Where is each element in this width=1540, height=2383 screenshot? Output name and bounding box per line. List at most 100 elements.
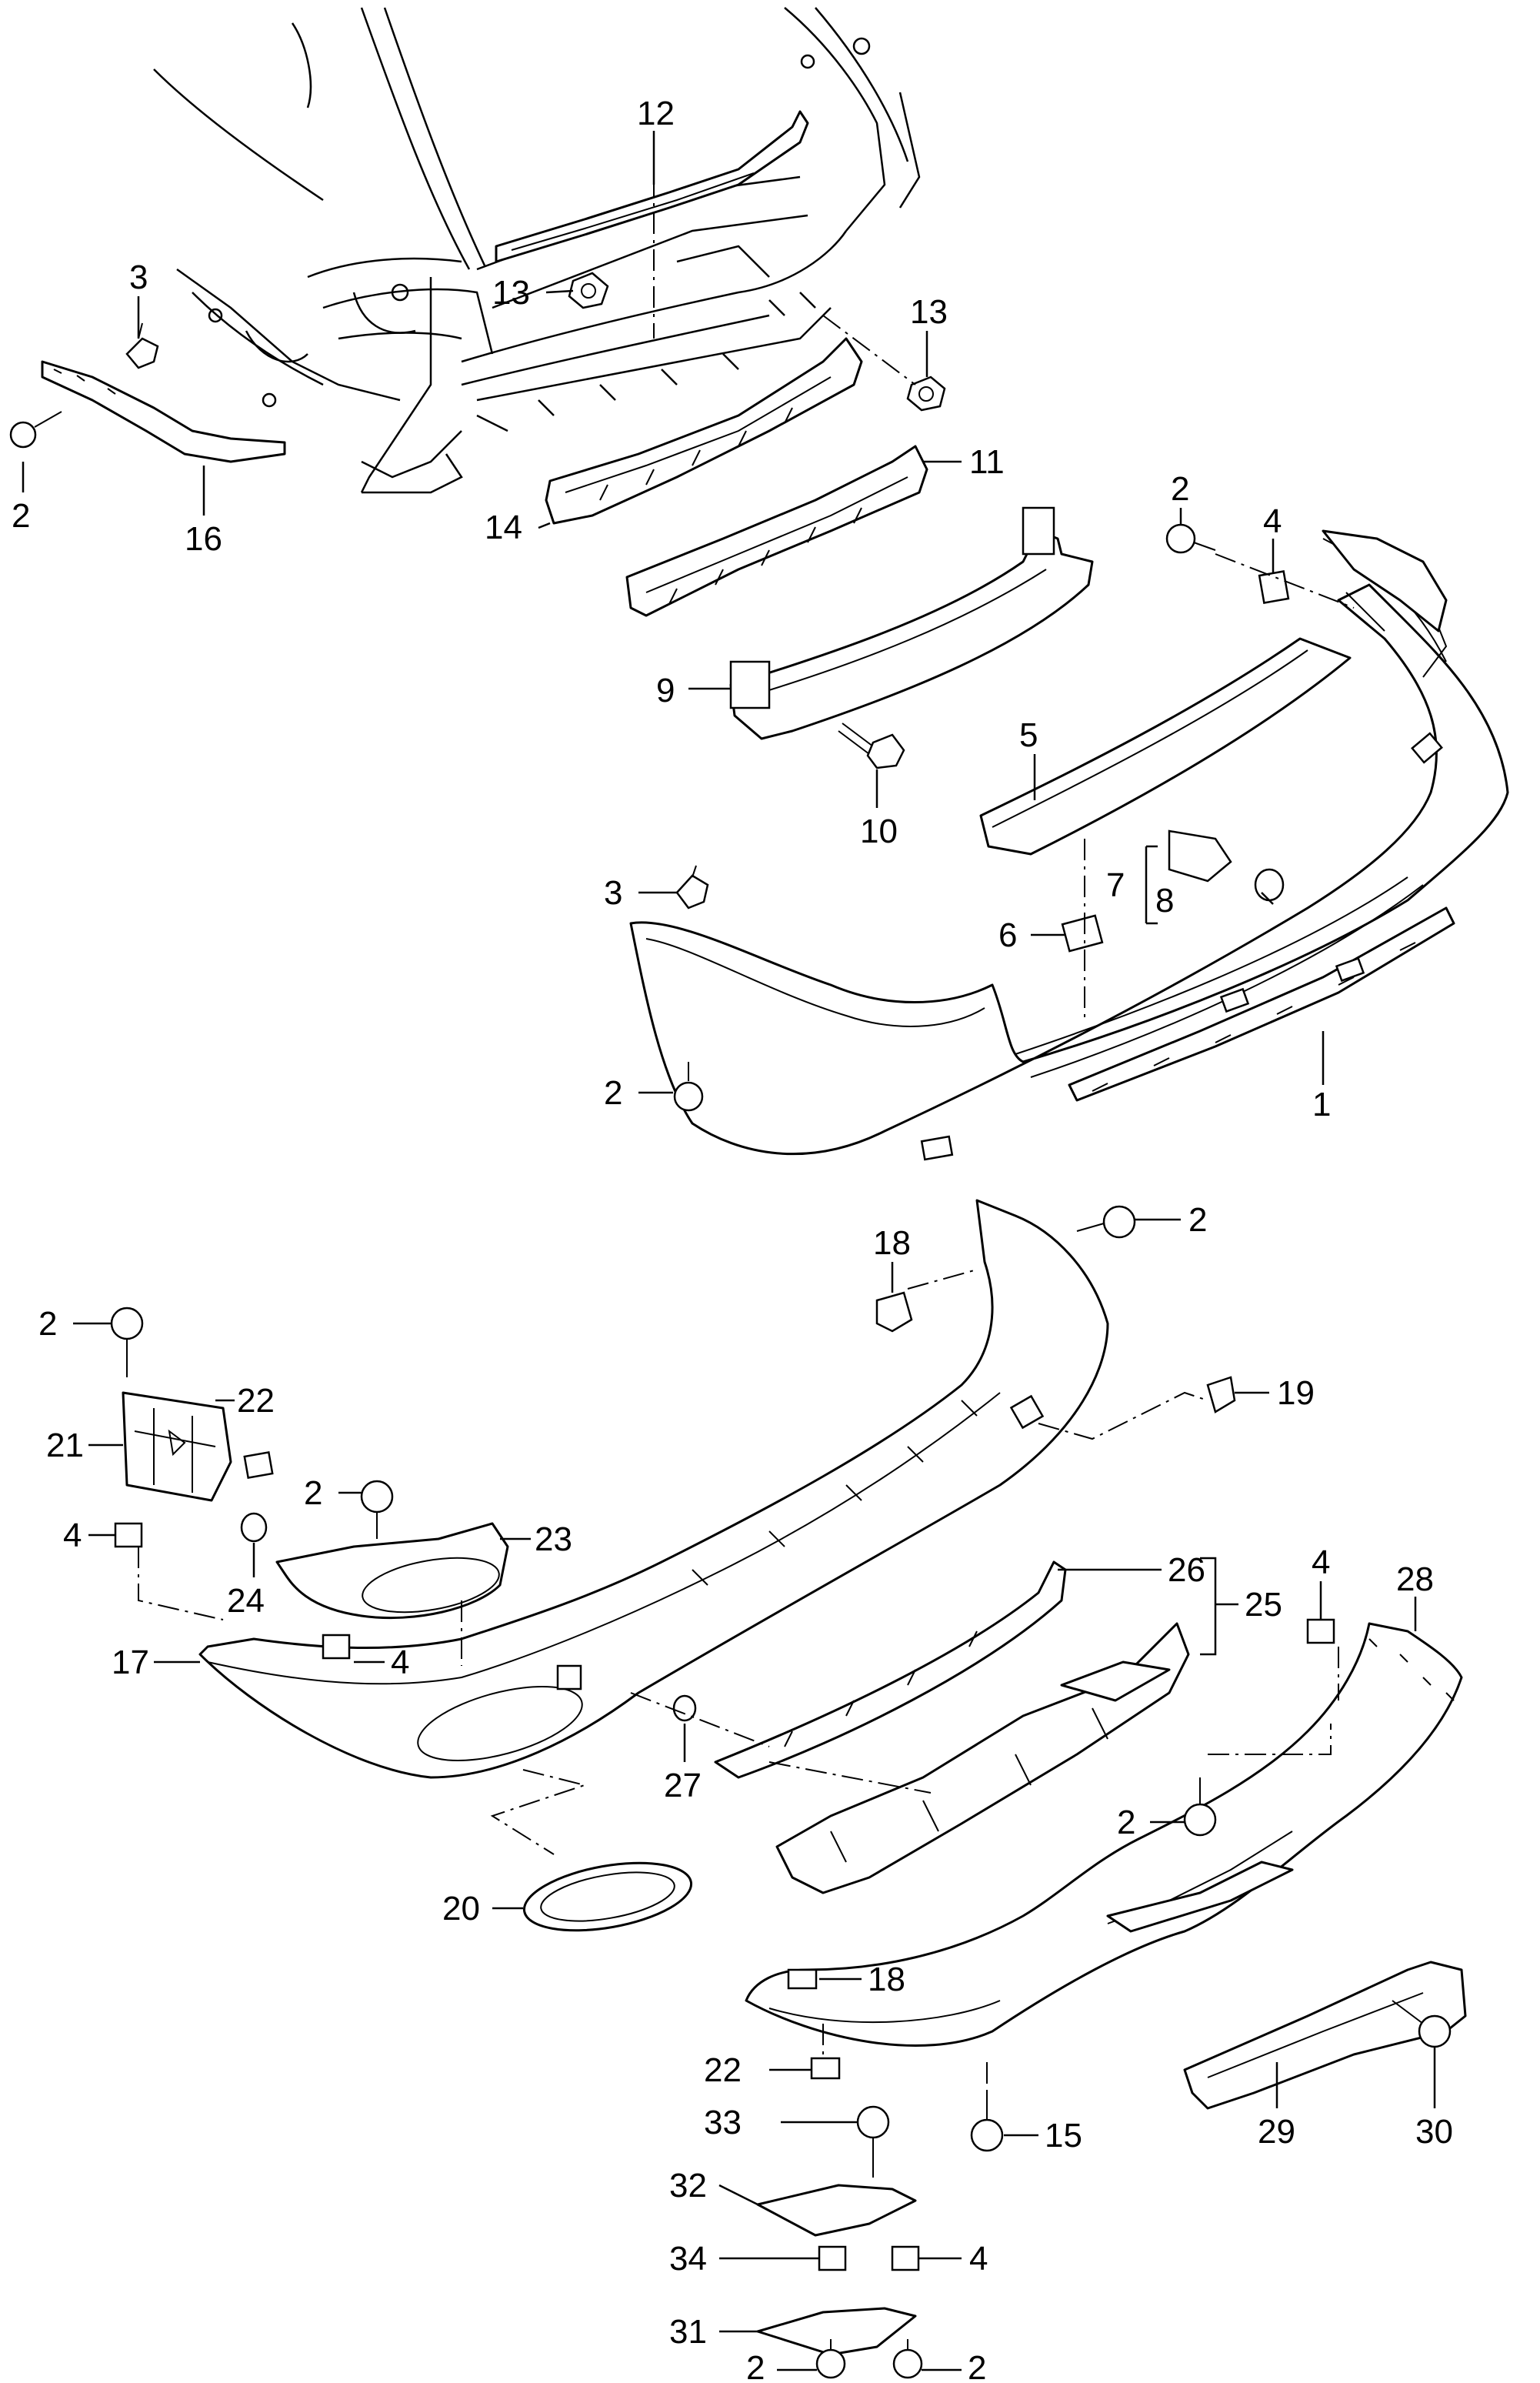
- part-4-clip-left: [114, 1522, 143, 1548]
- part-11-bracket: [625, 445, 928, 617]
- part-2-screw-mid: [673, 1062, 704, 1112]
- part-32-plate: [756, 2184, 917, 2237]
- callout-3: 3: [129, 259, 148, 296]
- callout-34: 34: [669, 2240, 707, 2278]
- part-34-nut: [818, 2245, 847, 2271]
- callout-15: 15: [1045, 2117, 1082, 2154]
- part-26-guide-strip: [714, 1560, 1067, 1779]
- callout-21: 21: [46, 1427, 84, 1464]
- part-19-cap: [1206, 1376, 1236, 1413]
- callout-4: 4: [1263, 502, 1282, 540]
- callout-1: 1: [1312, 1086, 1331, 1123]
- callout-29: 29: [1258, 2113, 1295, 2151]
- part-31-plate: [756, 2307, 917, 2356]
- part-2-screw-top-right: [1076, 1205, 1136, 1239]
- callout-4: 4: [63, 1517, 82, 1554]
- callout-2: 2: [38, 1305, 57, 1343]
- callout-3: 3: [604, 874, 622, 912]
- alignment-lines: [138, 139, 1355, 2093]
- callout-8: 8: [1155, 882, 1174, 919]
- callout-2: 2: [1117, 1804, 1135, 1841]
- callout-2: 2: [1171, 470, 1189, 508]
- callout-13: 13: [910, 293, 948, 331]
- callout-11: 11: [969, 443, 1005, 481]
- callout-14: 14: [485, 509, 522, 546]
- callout-20: 20: [442, 1890, 480, 1927]
- callout-26: 26: [1168, 1551, 1205, 1589]
- callout-2: 2: [12, 497, 30, 535]
- part-4-clip-28: [1306, 1618, 1335, 1644]
- callout-22: 22: [237, 1382, 275, 1420]
- part-4-clip-lower: [322, 1634, 351, 1660]
- part-22-clip-upper: [243, 1450, 274, 1480]
- callout-5: 5: [1019, 716, 1038, 754]
- part-13-nut-upper: [568, 272, 609, 309]
- callout-30: 30: [1415, 2113, 1453, 2151]
- part-2-screw-23: [360, 1480, 394, 1539]
- callout-17: 17: [112, 1644, 149, 1681]
- callout-labels: 12 3 13 13 2 16 11 14 2 4 9 5 10 7 8 3 6…: [12, 95, 1453, 2383]
- callout-12: 12: [637, 95, 675, 132]
- part-4-clip-upper: [1258, 570, 1290, 604]
- part-3-clip-upper: [125, 322, 159, 369]
- part-2-screw-upper-right: [1165, 523, 1216, 554]
- callout-2: 2: [1188, 1201, 1207, 1239]
- callout-18: 18: [868, 1961, 905, 1998]
- callout-19: 19: [1277, 1374, 1315, 1412]
- callout-4: 4: [969, 2240, 988, 2278]
- callout-31: 31: [669, 2313, 707, 2351]
- leader-lines: [22, 131, 1436, 2371]
- part-25-diffuser: [775, 1622, 1190, 1894]
- callout-33: 33: [704, 2104, 742, 2141]
- part-24-ring: [240, 1512, 268, 1543]
- part-12-upper-reinforcement: [495, 110, 809, 263]
- part-4-clip-bottom: [891, 2245, 920, 2271]
- part-22-clip-lower: [810, 2057, 841, 2080]
- part-20-tailpipe-trim: [522, 1861, 693, 1932]
- part-33-screw: [856, 2105, 890, 2178]
- part-15-screw: [970, 2093, 1004, 2152]
- part-5-impact-strip: [979, 637, 1352, 856]
- part-21-side-bracket: [122, 1391, 232, 1502]
- part-2-screw-28: [1183, 1777, 1217, 1837]
- callout-7: 7: [1106, 866, 1125, 904]
- callout-2: 2: [604, 1074, 622, 1112]
- part-17-lower-cover: [198, 1199, 1109, 1779]
- callout-13: 13: [492, 274, 530, 312]
- part-27-ring: [672, 1694, 697, 1722]
- part-18-clip-upper: [875, 1291, 913, 1333]
- callout-32: 32: [669, 2167, 707, 2204]
- callout-2: 2: [968, 2349, 986, 2383]
- callout-24: 24: [227, 1582, 265, 1620]
- part-2-screw-bottom-left: [815, 2339, 846, 2379]
- part-10-bolt: [838, 723, 905, 769]
- part-6-clip: [1061, 914, 1104, 953]
- callout-4: 4: [391, 1644, 409, 1681]
- part-28-lower-spoiler: [745, 1622, 1463, 2048]
- part-29-end-cap: [1183, 1961, 1467, 2110]
- callout-2: 2: [304, 1474, 322, 1512]
- part-2-screw-bottom-right: [892, 2339, 923, 2379]
- callout-10: 10: [860, 813, 898, 850]
- part-18-clip-lower: [787, 1968, 818, 1990]
- callout-23: 23: [535, 1520, 572, 1558]
- callout-16: 16: [185, 520, 222, 558]
- callout-18: 18: [873, 1224, 911, 1262]
- part-3-clip-mid: [675, 865, 709, 909]
- part-16-side-guide: [41, 360, 286, 463]
- part-2-screw-21: [110, 1307, 144, 1377]
- vehicle-body-rear: [153, 7, 921, 494]
- callout-28: 28: [1396, 1560, 1434, 1598]
- part-2-screw-upper-left: [9, 411, 62, 449]
- part-14-energy-absorber: [545, 337, 863, 525]
- callout-4: 4: [1312, 1544, 1330, 1581]
- callout-6: 6: [998, 916, 1017, 954]
- callout-2: 2: [746, 2349, 765, 2383]
- part-13-nut-right: [906, 375, 946, 412]
- part-8-seal-ring: [1254, 868, 1285, 902]
- part-1-bumper-cover: [629, 583, 1509, 1156]
- part-7-sensor: [1168, 829, 1232, 883]
- callout-9: 9: [656, 672, 675, 709]
- callout-27: 27: [664, 1767, 702, 1804]
